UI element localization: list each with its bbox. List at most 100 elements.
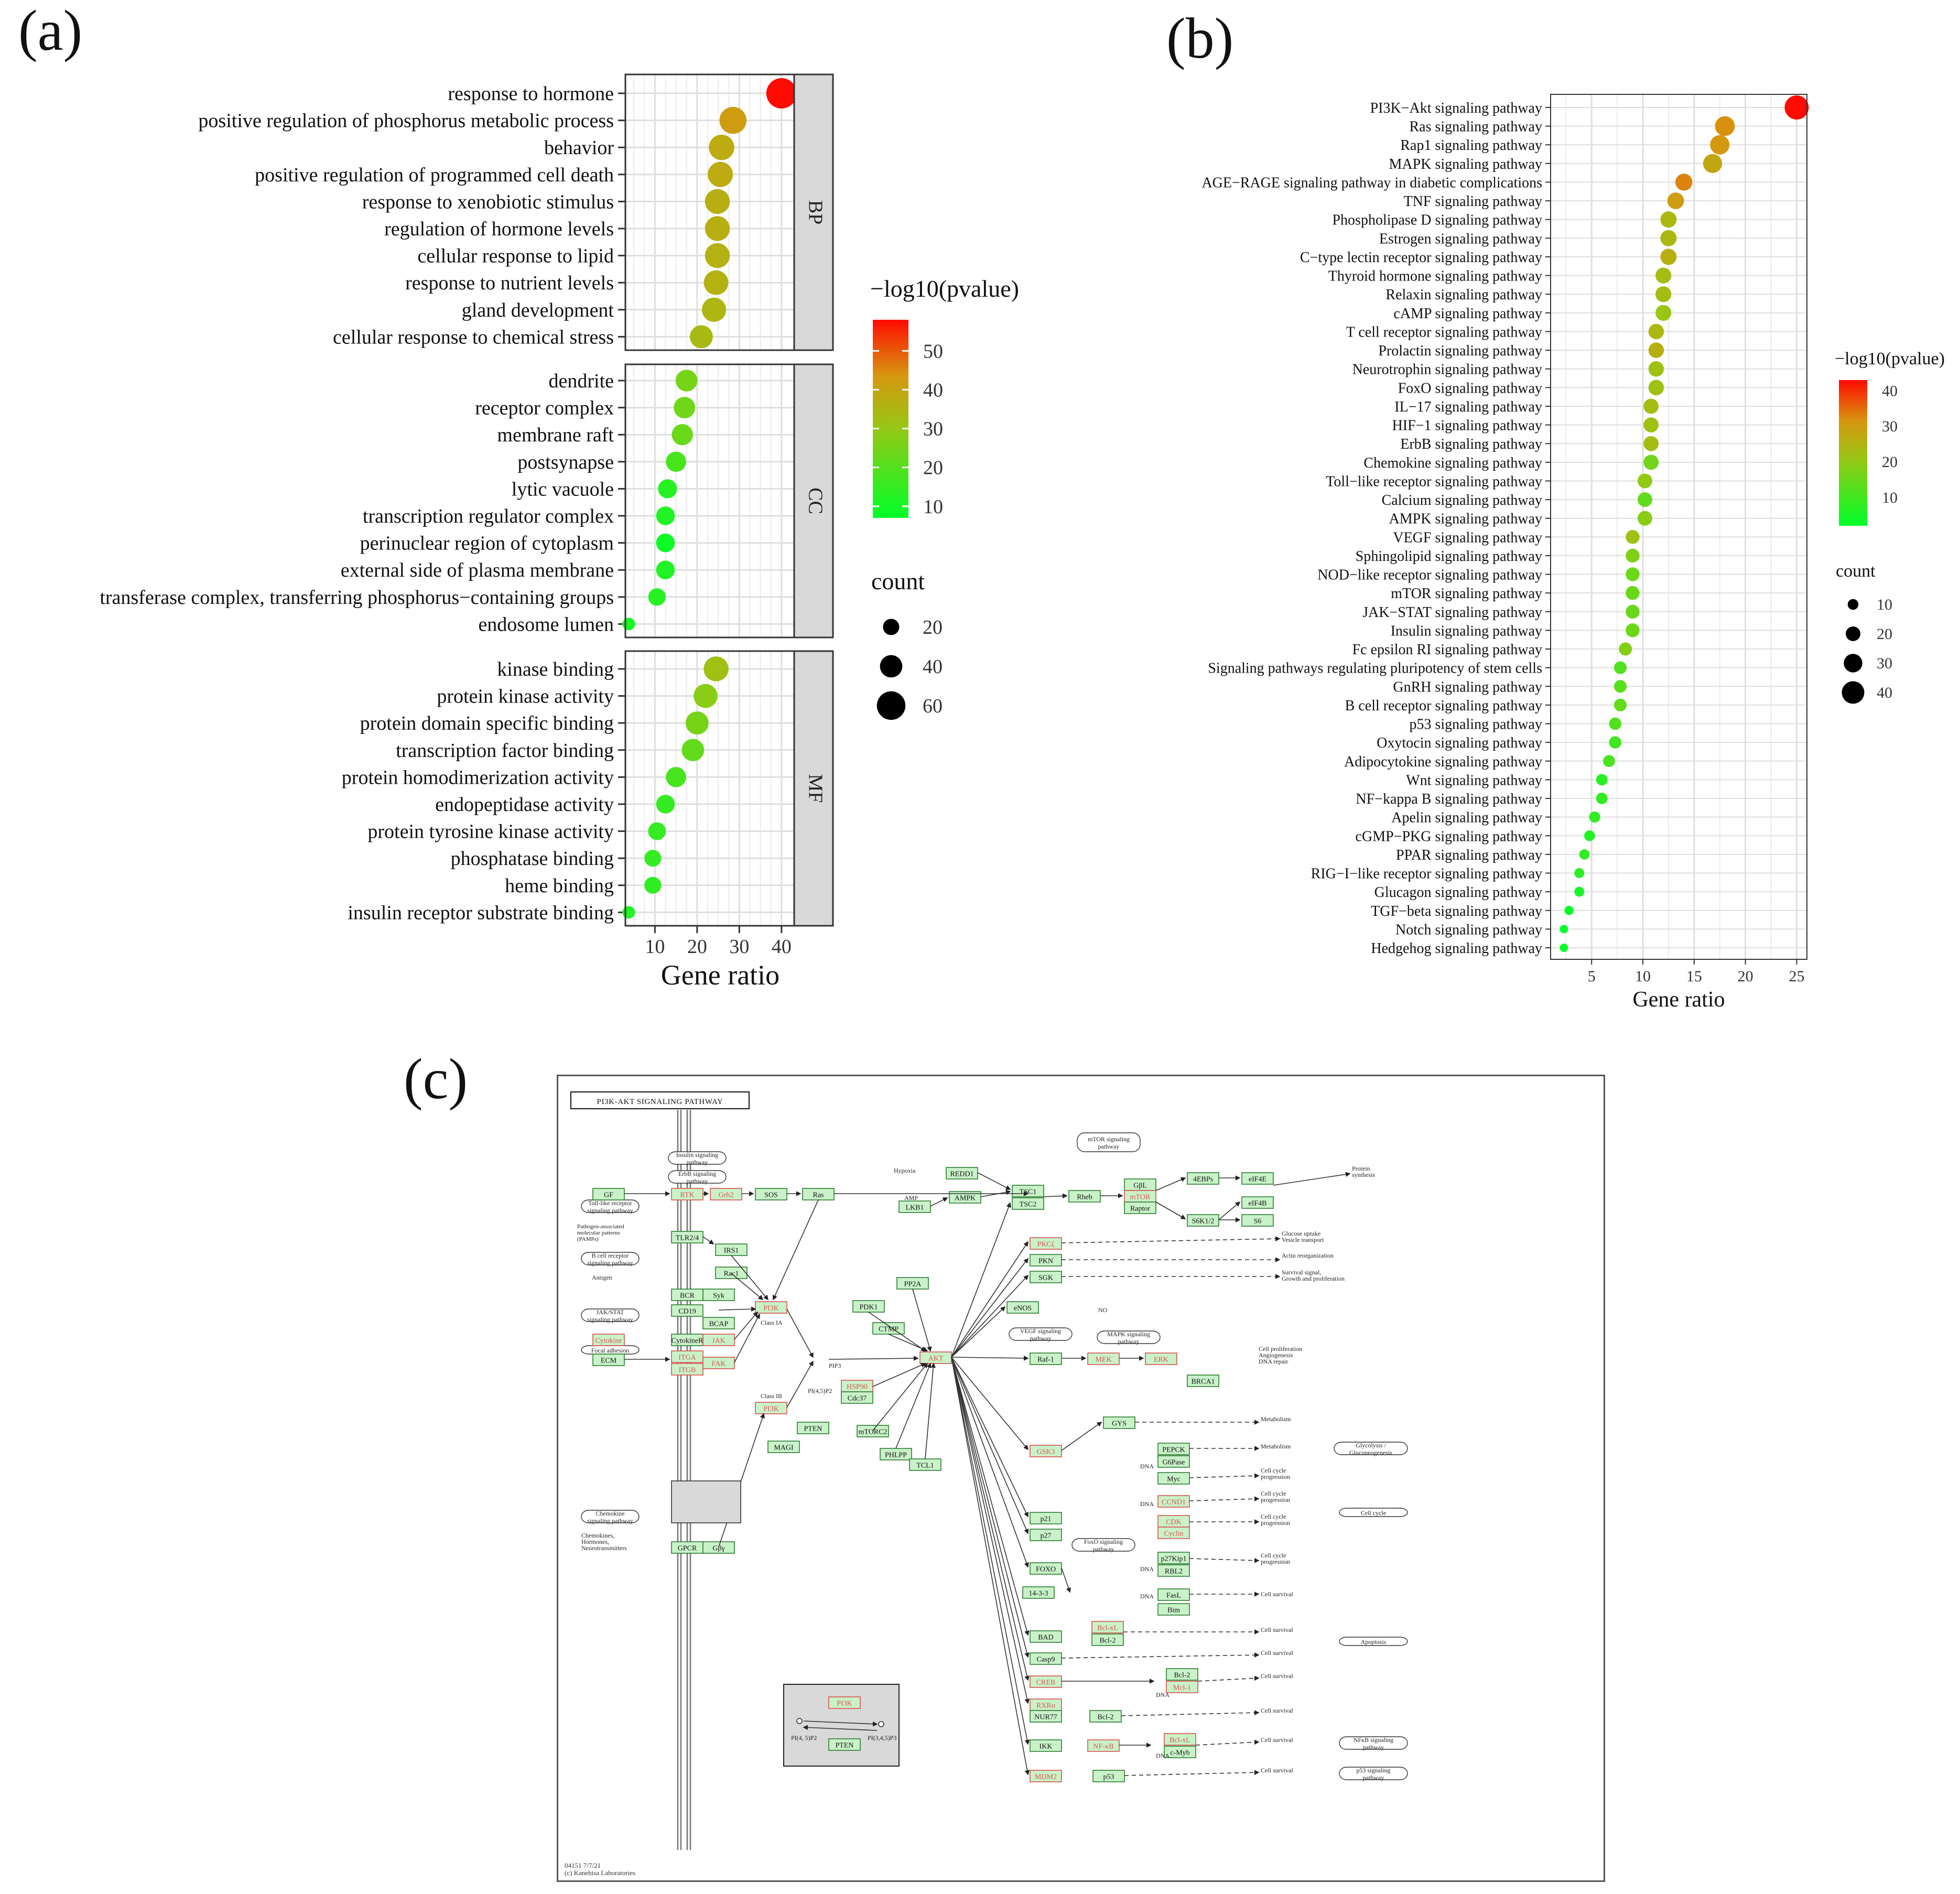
pathway-text: Toll-like receptor [588,1199,632,1207]
size-legend-title: count [1836,561,1876,581]
plot-border [1550,94,1807,960]
color-legend-title: −log10(pvalue) [870,275,1019,302]
gene-node: ECM [592,1354,625,1366]
data-point [1655,286,1672,302]
gene-node-label: GYS [1112,1420,1127,1427]
gene-node-box [797,1422,829,1434]
gene-node-label: p27 [1041,1532,1052,1540]
pathway-edge [1273,1172,1351,1186]
data-point [1614,698,1627,712]
color-legend-label: 10 [923,496,943,518]
gene-node-label: GF [604,1191,613,1199]
x-tick-label: 25 [1789,968,1804,985]
y-tick-label: heme binding [505,875,614,897]
data-point [1614,680,1627,693]
pathway-text: DNA repair [1259,1358,1288,1365]
pathway-edge [734,1311,759,1340]
size-legend-dot [1844,654,1862,673]
y-tick-label: Apelin signaling pathway [1391,810,1542,826]
gene-node-box [1022,1586,1055,1599]
pathway-text: pathway [687,1177,708,1185]
gene-node-label: CCND1 [1162,1498,1186,1506]
gene-node-label: AKT [928,1355,944,1362]
y-tick-label: transcription regulator complex [363,505,614,527]
gene-node-label: TSC1 [1020,1188,1037,1196]
gene-node-box [1187,1172,1219,1185]
gene-node: ITGA [671,1350,703,1363]
y-tick-label: external side of plasma membrane [341,559,614,581]
y-tick-label: membrane raft [497,424,614,446]
gene-node: Cdc37 [841,1391,873,1404]
y-tick-label: B cell receptor signaling pathway [1345,698,1542,714]
pathway-edge [951,1306,1006,1358]
y-tick-label: protein kinase activity [437,686,614,708]
data-point [1637,511,1652,526]
gene-node-label: LKB1 [906,1204,924,1211]
linked-pathway-box [581,1510,640,1523]
gene-node-label: Raptor [1130,1205,1150,1213]
data-point [656,795,675,814]
gene-node-label: S6K1/2 [1192,1217,1215,1225]
gene-node-label: ECM [601,1357,617,1365]
pathway-text: PI(4, 5)P2 [791,1734,817,1741]
data-point [1637,492,1652,507]
metabolite-node [878,1721,884,1727]
y-tick-label: TNF signaling pathway [1404,193,1542,210]
pathway-text: Cell cycle [1261,1467,1286,1474]
size-legend-dot [1847,599,1859,610]
y-tick-label: NOD−like receptor signaling pathway [1317,567,1542,583]
data-point [1560,925,1568,934]
gene-node: GYS [1103,1416,1135,1429]
gene-node: NUR77 [1030,1710,1062,1723]
gene-node-label: FOXO [1036,1565,1056,1573]
pathway-text: Cell cycle [1261,1490,1286,1497]
linked-pathway-box [1339,1637,1408,1646]
color-legend-label: 40 [1882,382,1898,399]
gene-node-box [1030,1271,1062,1283]
pathway-text: Cell cycle [1361,1509,1386,1517]
pathway-text: Class IB [761,1392,782,1400]
pathway-text: synthesis [1352,1171,1375,1178]
data-point [1648,342,1664,358]
kegg-title-box [570,1091,750,1109]
gene-node-box [1091,1633,1124,1646]
pathway-text: PIP3 [829,1362,841,1369]
gene-node-label: Mcl-1 [1173,1684,1191,1692]
gene-node: Bcl-2 [1091,1633,1124,1646]
gene-node-label: p21 [1041,1515,1052,1523]
data-point [1648,361,1664,377]
gene-node: GF [592,1188,625,1200]
data-point [672,424,693,446]
pathway-text: Metabolism [1261,1443,1291,1450]
y-tick-label: Wnt signaling pathway [1406,772,1542,788]
y-tick-label: VEGF signaling pathway [1393,529,1542,546]
y-tick-label: transferase complex, transferring phosph… [100,587,614,609]
linked-pathway-box [1339,1508,1408,1517]
data-point [1614,661,1627,674]
pathway-text: Glycolysis / [1356,1442,1386,1449]
gene-node-label: ITGA [678,1354,696,1361]
gene-node-box [1241,1172,1274,1185]
data-point [1584,830,1595,841]
gene-node-label: mTOR [1130,1193,1151,1201]
pathway-text: Actin reorganization [1282,1252,1334,1259]
data-point [674,397,696,419]
gene-node-label: HSP90 [847,1383,868,1391]
gene-node-label: PDK1 [859,1303,878,1311]
gene-node: Raptor [1124,1202,1156,1214]
y-tick-label: cellular response to chemical stress [333,326,614,348]
color-legend-label: 20 [1882,453,1898,471]
y-tick-label: AGE−RAGE signaling pathway in diabetic c… [1201,175,1542,191]
pathway-edge [951,1357,1030,1704]
data-point [1784,95,1809,120]
gene-node: BAD [1030,1630,1062,1643]
color-legend-title: −log10(pvalue) [1835,349,1945,369]
x-tick-label: 20 [1738,968,1753,985]
gene-node-box [671,1188,703,1200]
gene-node-box [715,1267,748,1279]
gene-node-label: Bcl-xL [1097,1624,1118,1632]
gene-node: Syk [702,1289,735,1301]
gene-node: MEK [1087,1352,1120,1365]
y-tick-label: positive regulation of phosphorus metabo… [198,110,614,132]
gene-node: PKCζ [1030,1237,1062,1250]
